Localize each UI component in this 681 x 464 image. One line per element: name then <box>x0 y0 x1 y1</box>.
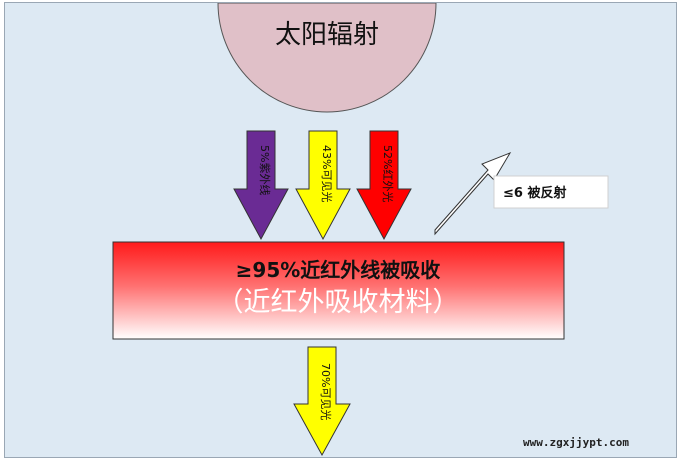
reflected-arrow <box>434 152 512 236</box>
absorption-diagram: 太阳辐射 5%紫外线 43%可见光 52%红外光 ≤6 被反射 ≥95%近红外线… <box>112 3 629 457</box>
ultraviolet-label: 5%紫外线 <box>258 145 272 195</box>
material-label: （近红外吸收材料） <box>217 287 460 318</box>
absorption-box <box>112 241 565 340</box>
absorption-rate-label: ≥95%近红外线被吸收 <box>236 258 441 282</box>
transmitted-label: 70%可见光 <box>319 363 333 420</box>
watermark-text: www.zgxjjypt.com <box>523 436 629 449</box>
reflect-label-box <box>493 175 609 209</box>
ultraviolet-arrow <box>233 130 289 241</box>
reflect-label: ≤6 被反射 <box>503 185 566 201</box>
diagram-frame: 太阳辐射 5%紫外线 43%可见光 52%红外光 ≤6 被反射 ≥95%近红外线… <box>4 2 677 458</box>
visible-light-arrow <box>295 130 351 241</box>
infrared-arrow <box>356 130 412 241</box>
transmitted-arrow <box>293 346 351 457</box>
sun-label: 太阳辐射 <box>275 20 379 50</box>
infrared-label: 52%红外光 <box>381 145 395 202</box>
sun-shape <box>217 3 437 113</box>
visible-light-label: 43%可见光 <box>320 145 334 202</box>
